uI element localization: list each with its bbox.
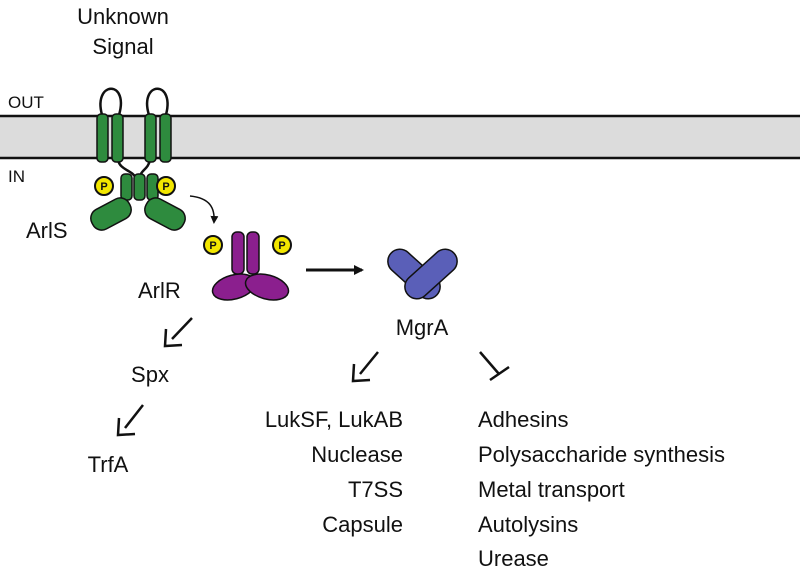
arls-tm-helix-4: [159, 113, 172, 163]
arls-label: ArlS: [26, 218, 68, 243]
arls-tm-helix-3: [144, 113, 157, 163]
arlr-response-regulator: P P: [203, 231, 292, 301]
arlr-dna-binding-right: [244, 273, 290, 301]
arls-core-2: [133, 173, 146, 201]
arlr-phosphate-right: [272, 235, 292, 255]
mgra-subunit-right: [404, 248, 458, 300]
repressed-target: Adhesins: [478, 407, 569, 432]
repressed-target: Autolysins: [478, 512, 578, 537]
arls-phosphate-left: [94, 176, 114, 196]
arls-tm-helix-2: [111, 113, 124, 163]
activated-targets-list: LukSF, LukAB Nuclease T7SS Capsule: [265, 407, 403, 537]
arlr-phosphate-right-label: P: [278, 240, 285, 252]
arlr-to-spx-arrow: [171, 317, 193, 340]
arls-phosphate-right-label: P: [162, 181, 169, 193]
activated-target: T7SS: [348, 477, 403, 502]
activated-target: LukSF, LukAB: [265, 407, 403, 432]
signal-label-line1: Unknown: [77, 4, 169, 29]
arls-extracellular-loop-left: [99, 87, 123, 119]
repressed-target: Urease: [478, 546, 549, 571]
mgra-protein: [387, 248, 458, 300]
arls-extracellular-loop-right: [145, 87, 169, 119]
arlr-phosphate-left-label: P: [209, 240, 216, 252]
arls-tm-helix-1: [96, 113, 109, 163]
arlr-label: ArlR: [138, 278, 181, 303]
arlr-domain-right: [246, 231, 260, 275]
spx-to-trfa-arrow: [124, 404, 144, 429]
arls-phosphate-left-label: P: [100, 181, 107, 193]
activated-target: Nuclease: [311, 442, 403, 467]
in-label: IN: [8, 167, 25, 186]
arls-sensor-kinase: P P: [90, 87, 186, 231]
arls-kinase-domain-right: [144, 197, 186, 231]
arlr-phosphate-left: [203, 235, 223, 255]
trfa-label: TrfA: [88, 452, 129, 477]
mgra-activation-arrowhead: [351, 363, 371, 383]
arlr-domain-left: [231, 231, 245, 275]
spx-label: Spx: [131, 362, 169, 387]
cell-membrane: [0, 116, 800, 158]
repressed-target: Polysaccharide synthesis: [478, 442, 725, 467]
mgra-repression-bar: [489, 365, 510, 382]
mgra-label: MgrA: [396, 315, 449, 340]
mgra-activation-arrow: [359, 351, 379, 375]
phosphotransfer-arrow: [189, 195, 219, 224]
repressed-target: Metal transport: [478, 477, 625, 502]
spx-to-trfa-arrowhead: [116, 417, 136, 437]
activated-target: Capsule: [322, 512, 403, 537]
arls-kinase-domain-left: [90, 197, 132, 231]
arls-phosphate-right: [156, 176, 176, 196]
repressed-targets-list: Adhesins Polysaccharide synthesis Metal …: [478, 407, 725, 571]
arlr-to-spx-arrowhead: [163, 328, 183, 348]
out-label: OUT: [8, 93, 44, 112]
arls-core-1: [120, 173, 133, 201]
signal-label-line2: Signal: [92, 34, 153, 59]
mgra-repression-line: [479, 351, 500, 375]
